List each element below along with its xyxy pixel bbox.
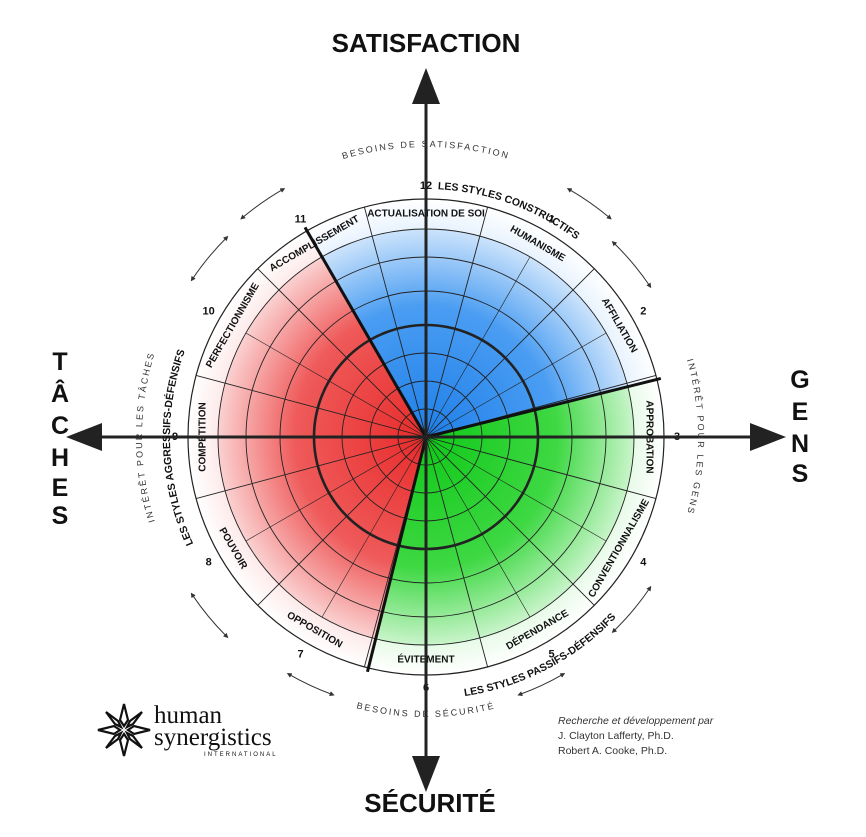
segment-number: 8 — [206, 556, 212, 568]
grid-half-spoke — [425, 436, 531, 618]
segment-number: 10 — [203, 305, 215, 317]
axis-title-left-letter: S — [52, 502, 69, 530]
arrow-down-icon — [412, 756, 440, 792]
logo-word-synergistics: synergistics — [154, 724, 272, 751]
axis-title-right: G E N S — [790, 366, 809, 488]
grid-half-spoke — [245, 436, 427, 542]
axis-title-right-letter: N — [791, 430, 809, 458]
arrow-up-icon — [412, 68, 440, 104]
human-synergistics-logo: human synergistics INTERNATIONAL — [96, 698, 296, 762]
credits-author-1: J. Clayton Lafferty, Ph.D. — [558, 730, 674, 742]
credits-block: Recherche et développement par J. Clayto… — [558, 714, 713, 759]
grid-spoke — [425, 206, 489, 438]
main-axes — [66, 68, 786, 792]
axis-title-left-letter: H — [51, 444, 69, 472]
grid-spoke — [257, 268, 427, 438]
axis-title-left-letter: E — [52, 474, 69, 502]
grid-spoke — [425, 436, 489, 668]
outer-arc-line — [190, 592, 229, 639]
logo-star-icon — [97, 703, 151, 757]
axis-title-right-letter: S — [792, 460, 809, 488]
grid-spoke — [195, 436, 427, 500]
credits-author-2: Robert A. Cooke, Ph.D. — [558, 745, 668, 757]
grid-half-spoke — [425, 256, 531, 438]
grid-spoke — [257, 436, 427, 606]
segment-number: 2 — [640, 305, 646, 317]
outer-arc-line — [517, 673, 566, 696]
outer-arc-line — [566, 188, 612, 220]
axis-title-left-letter: C — [51, 412, 69, 440]
grid-spoke — [425, 436, 657, 500]
axis-title-right-letter: G — [790, 366, 809, 394]
outer-arc-line — [611, 241, 652, 289]
grid-spoke — [195, 374, 427, 438]
outer-arc-lines — [190, 188, 652, 696]
grid-spoke — [425, 268, 595, 438]
segment-number: 7 — [297, 648, 303, 660]
arrow-right-icon — [750, 423, 786, 451]
axis-title-bottom: SÉCURITÉ — [364, 788, 495, 818]
axis-title-top: SATISFACTION — [332, 28, 521, 58]
group-boundary-line — [303, 226, 428, 438]
grid-half-spoke — [425, 436, 607, 542]
credits-intro: Recherche et développement par — [558, 715, 714, 727]
segment-number: 5 — [548, 648, 554, 660]
grid-half-spoke — [321, 436, 427, 618]
segment-number: 11 — [295, 214, 307, 226]
axis-title-left-letter: T — [52, 348, 67, 376]
grid-spoke — [363, 206, 427, 438]
arrow-left-icon — [66, 423, 102, 451]
logo-word-international: INTERNATIONAL — [204, 752, 278, 758]
axis-title-right-letter: E — [792, 398, 809, 426]
segment-number: 1 — [548, 214, 554, 226]
group-boundary-line — [365, 436, 428, 673]
grid-spoke — [425, 436, 595, 606]
logo-word-human: human — [154, 702, 223, 729]
grid-half-spoke — [425, 332, 607, 438]
outer-arc-line — [611, 585, 652, 633]
axis-title-left: T Â C H E S — [51, 348, 69, 530]
segment-number: 4 — [640, 556, 647, 568]
axis-title-left-letter: Â — [51, 378, 69, 408]
group-boundary-line — [425, 376, 662, 439]
grid-half-spoke — [245, 332, 427, 438]
outer-arc-line — [286, 673, 335, 696]
outer-arc-line — [240, 188, 286, 220]
outer-arc-line — [190, 235, 229, 282]
